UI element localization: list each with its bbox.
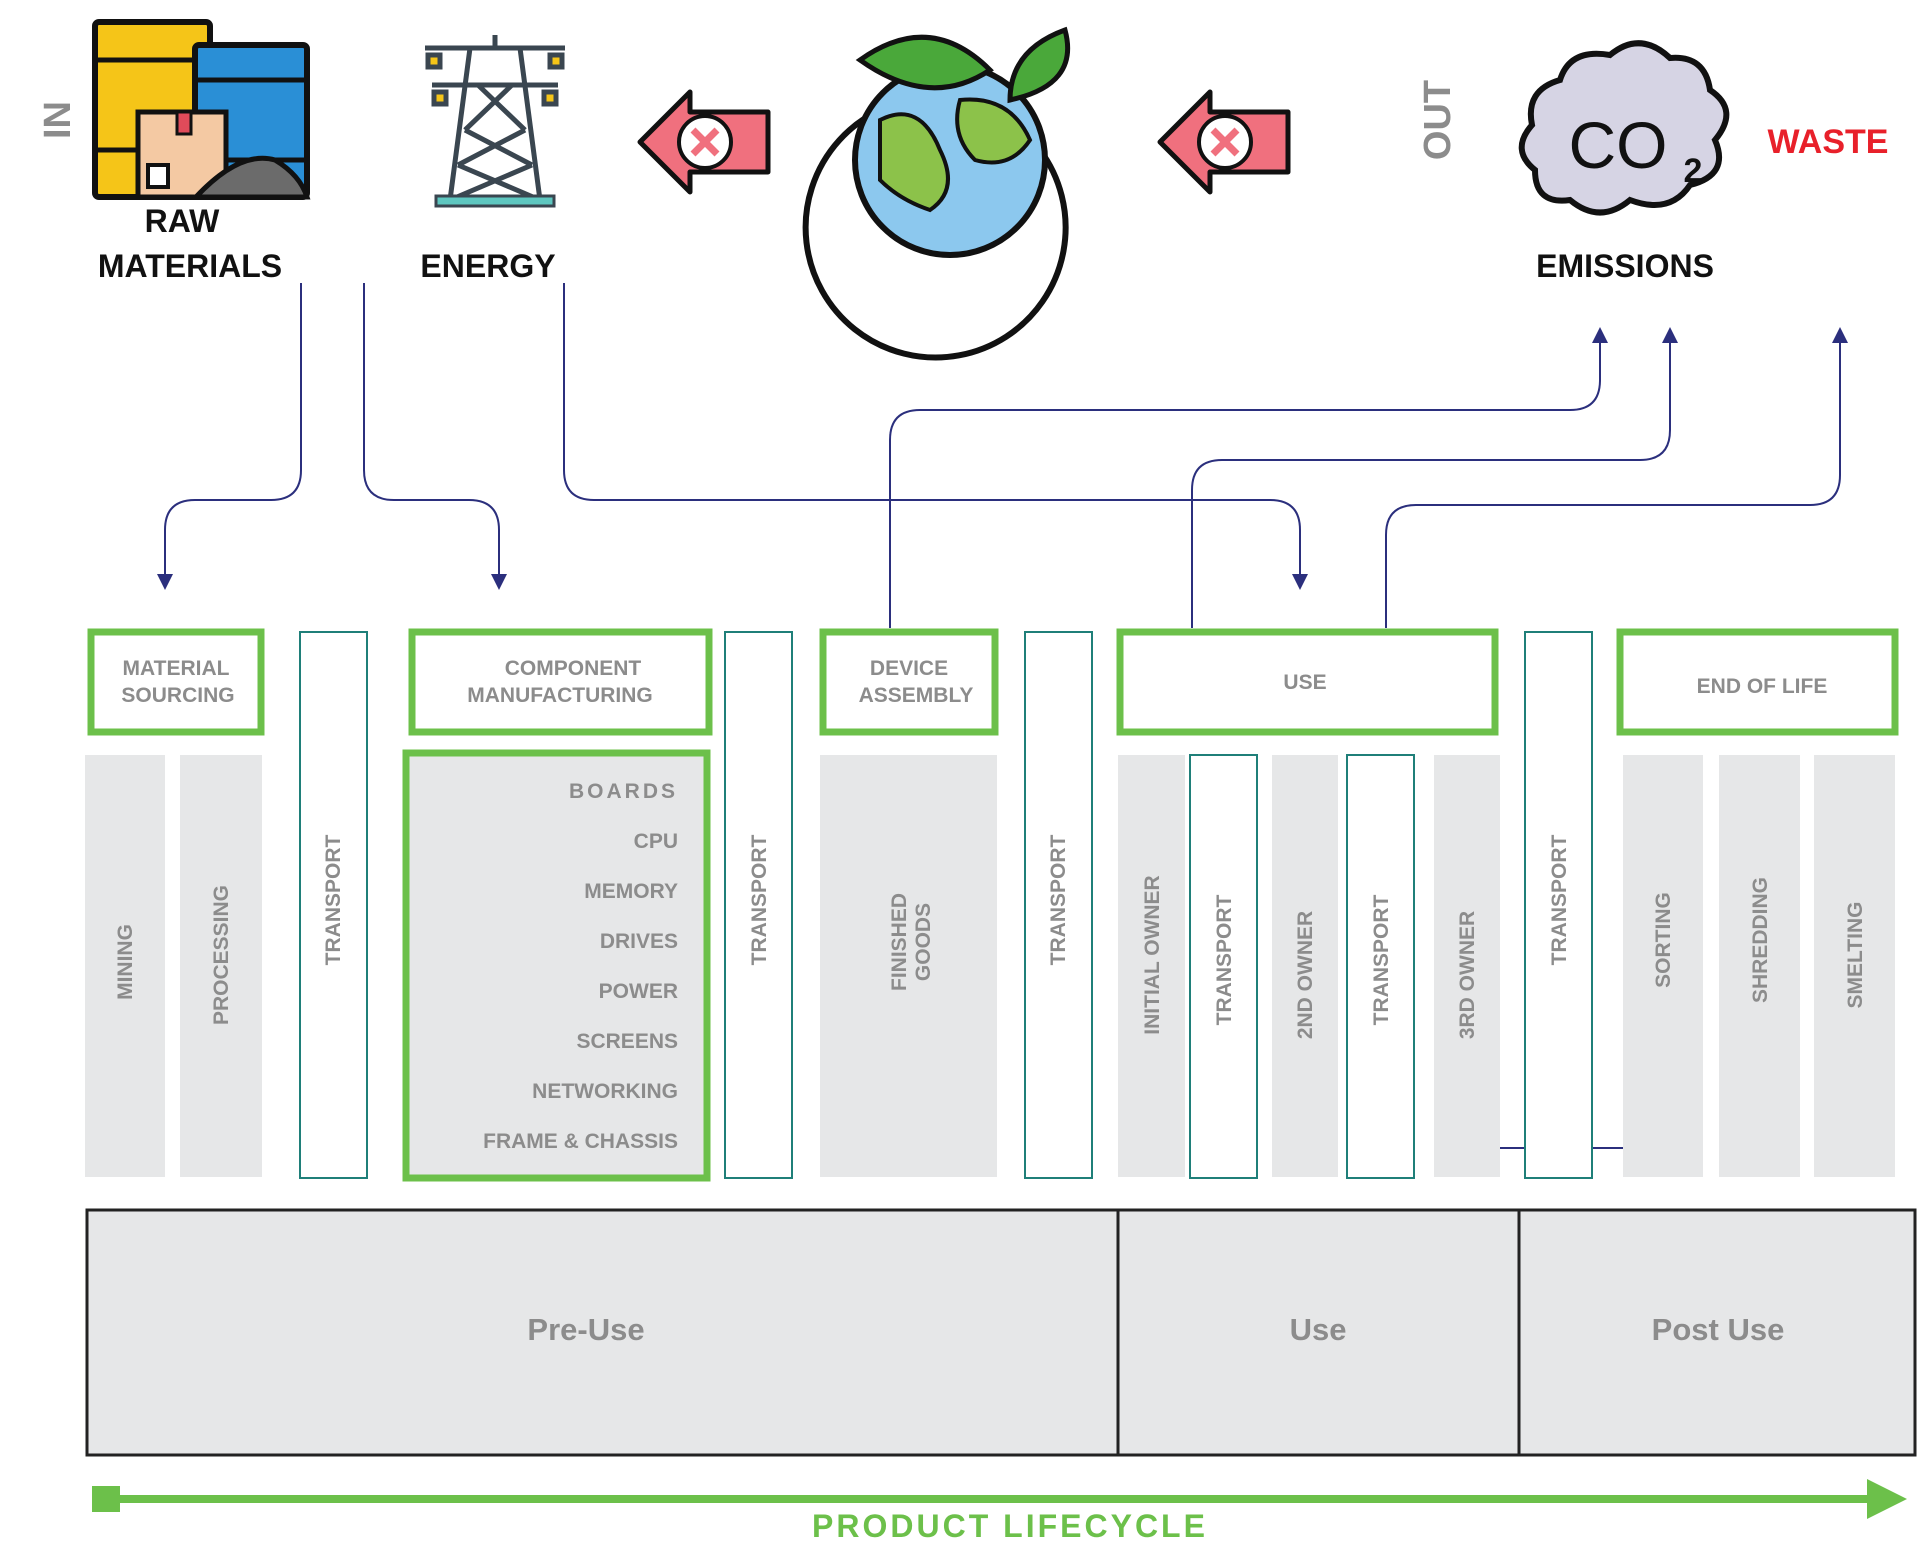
- transport-label: TRANSPORT: [748, 834, 771, 965]
- product-lifecycle-label: PRODUCT LIFECYCLE: [812, 1508, 1208, 1544]
- stage-material-sourcing: MATERIAL SOURCING: [87, 628, 265, 736]
- energy-label: ENERGY: [420, 248, 555, 284]
- raw-label-line2: MATERIALS: [98, 248, 282, 284]
- phase-bands: Pre-Use Use Post Use: [85, 1208, 1917, 1457]
- transport-columns: [299, 631, 1593, 1179]
- shredding-label: SHREDDING: [1749, 877, 1772, 1003]
- use-to-waste-arrow: [1385, 327, 1848, 628]
- use-to-emissions-arrow: [1191, 327, 1678, 628]
- device-label-2: ASSEMBLY: [859, 684, 974, 707]
- post-use-label: Post Use: [1652, 1312, 1785, 1347]
- smelting-label: SMELTING: [1844, 902, 1867, 1009]
- component-item: FRAME & CHASSIS: [483, 1130, 678, 1153]
- component-item: BOARDS: [569, 780, 678, 803]
- assembly-to-emissions-arrow: [889, 327, 1608, 628]
- component-list-box: BOARDS CPU MEMORY DRIVES POWER SCREENS N…: [402, 749, 711, 1182]
- out-label: OUT: [1417, 80, 1459, 160]
- component-item: MEMORY: [584, 880, 678, 903]
- material-label-2: SOURCING: [121, 684, 234, 707]
- left-x-arrow-icon: [637, 89, 771, 195]
- mining-label: MINING: [114, 924, 137, 1000]
- use-phase-label: Use: [1290, 1312, 1347, 1347]
- raw-to-component-arrow: [363, 283, 507, 590]
- co2-text: CO: [1569, 108, 1668, 182]
- sorting-label: SORTING: [1652, 892, 1675, 988]
- emissions-label: EMISSIONS: [1536, 248, 1714, 284]
- transport-label: TRANSPORT: [1047, 834, 1070, 965]
- stage-use: USE: [1116, 628, 1499, 736]
- material-label-1: MATERIAL: [123, 657, 230, 680]
- raw-label-line1: RAW: [145, 203, 220, 239]
- power-tower-icon: [425, 35, 565, 208]
- co2-cloud-icon: CO 2: [1518, 40, 1730, 216]
- eol-stage-label: END OF LIFE: [1697, 675, 1828, 698]
- transport-label: TRANSPORT: [1213, 894, 1236, 1025]
- transport-label: TRANSPORT: [1548, 834, 1571, 965]
- gray-columns: [85, 755, 1895, 1177]
- raw-materials-icon: [92, 19, 311, 200]
- in-label: IN: [37, 101, 79, 139]
- component-item: SCREENS: [576, 1030, 678, 1053]
- stage-end-of-life: END OF LIFE: [1616, 628, 1899, 736]
- raw-to-material-arrow: [157, 283, 302, 590]
- finished-goods-label-1: FINISHED: [888, 893, 911, 991]
- co2-subscript: 2: [1684, 152, 1703, 190]
- waste-label: WASTE: [1768, 123, 1889, 161]
- stage-component-manufacturing: COMPONENT MANUFACTURING: [408, 628, 713, 736]
- processing-label: PROCESSING: [210, 885, 233, 1025]
- product-lifecycle-timeline: PRODUCT LIFECYCLE: [92, 1479, 1907, 1544]
- stage-device-assembly: DEVICE ASSEMBLY: [819, 628, 999, 736]
- pre-use-label: Pre-Use: [527, 1312, 644, 1347]
- component-label-2: MANUFACTURING: [467, 684, 652, 707]
- third-owner-label: 3RD OWNER: [1456, 911, 1479, 1039]
- use-stage-label: USE: [1283, 671, 1326, 694]
- transport-label: TRANSPORT: [1370, 894, 1393, 1025]
- earth-leaves-icon: [802, 26, 1071, 361]
- right-x-arrow-icon: [1157, 89, 1291, 195]
- device-label-1: DEVICE: [870, 657, 948, 680]
- energy-to-use-arrow: [563, 283, 1308, 590]
- component-item: CPU: [634, 830, 678, 853]
- component-item: NETWORKING: [532, 1080, 678, 1103]
- initial-owner-label: INITIAL OWNER: [1141, 875, 1164, 1034]
- finished-goods-label-2: GOODS: [912, 903, 935, 981]
- second-owner-label: 2ND OWNER: [1294, 911, 1317, 1039]
- transport-label: TRANSPORT: [322, 834, 345, 965]
- component-item: DRIVES: [600, 930, 678, 953]
- component-label-1: COMPONENT: [505, 657, 642, 680]
- component-item: POWER: [599, 980, 678, 1003]
